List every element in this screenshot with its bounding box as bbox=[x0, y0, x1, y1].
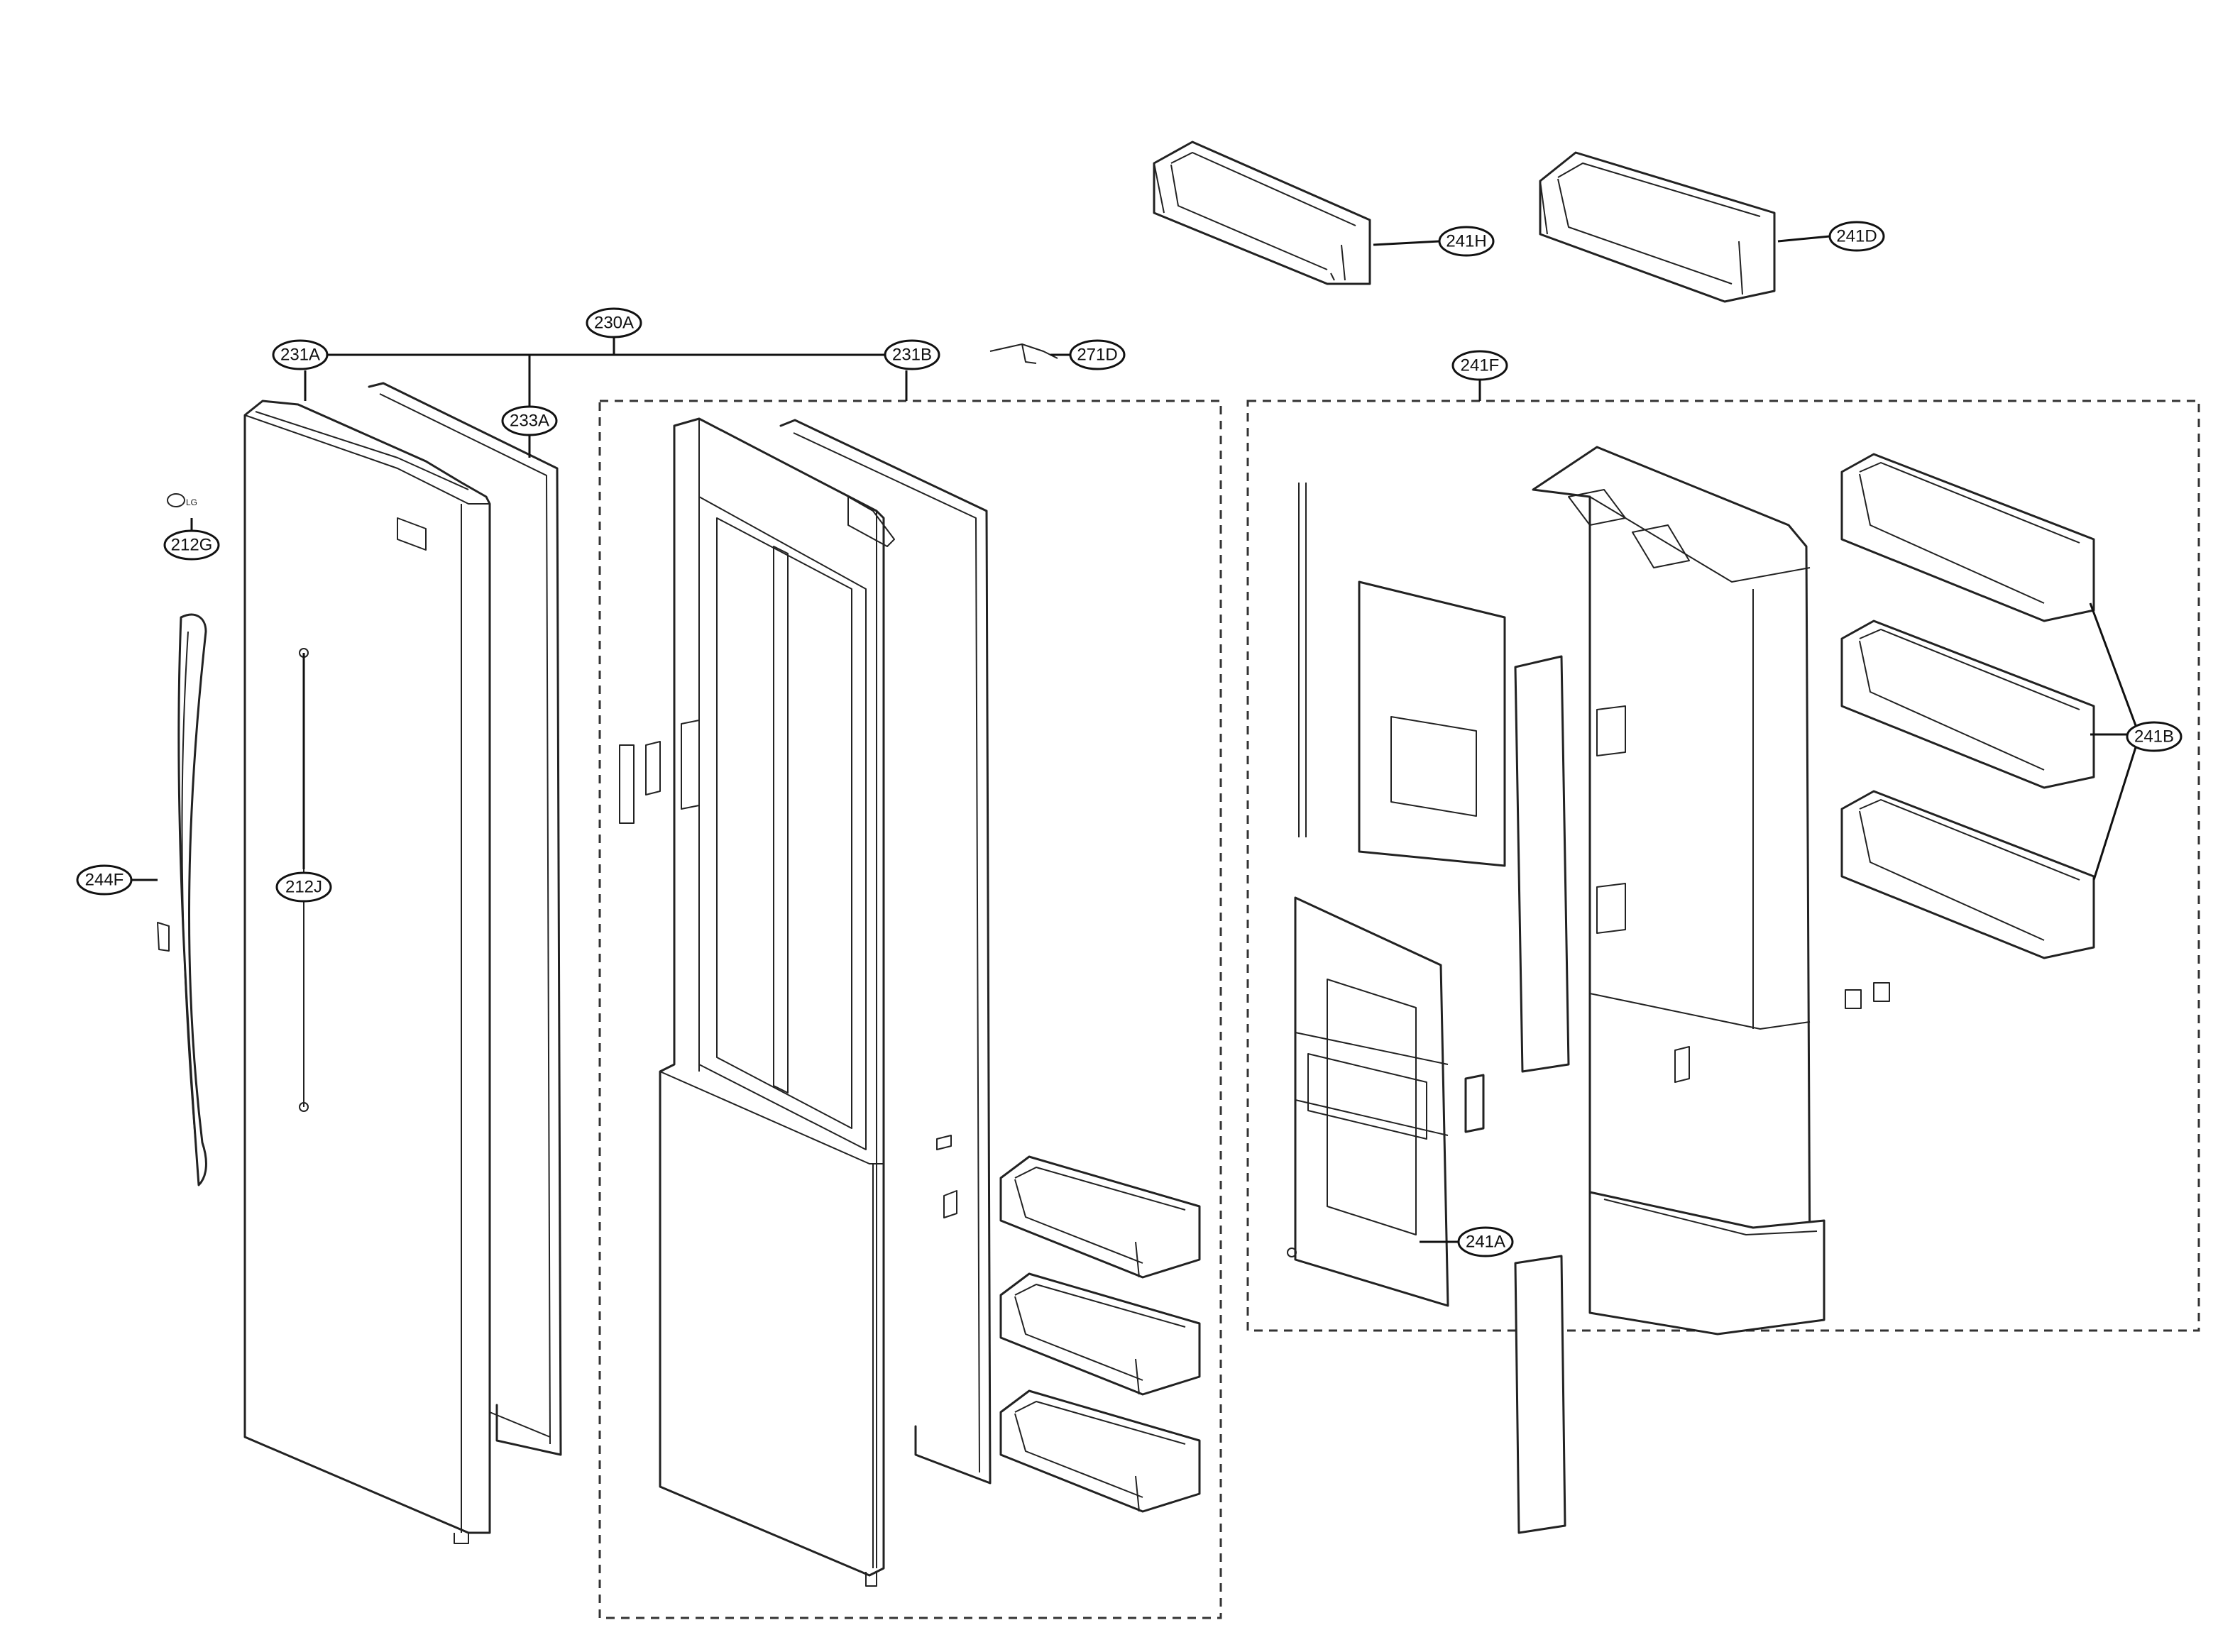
callout-271D: 271D bbox=[1069, 339, 1126, 370]
callout-233A-label: 233A bbox=[510, 412, 549, 431]
left-door-panel-231A bbox=[243, 400, 491, 1544]
callout-271D-label: 271D bbox=[1077, 346, 1117, 365]
callout-241A-label: 241A bbox=[1466, 1233, 1505, 1252]
group-box-231B bbox=[598, 400, 1222, 1619]
callout-212G-label: 212G bbox=[171, 536, 213, 555]
cover-panel-upper bbox=[1358, 580, 1506, 867]
door-bin-middle-1 bbox=[999, 1155, 1201, 1279]
callout-241F-label: 241F bbox=[1461, 356, 1500, 375]
wire-part-271D bbox=[989, 343, 1058, 364]
ice-compartment-frame bbox=[1532, 446, 1811, 1307]
door-bin-241D bbox=[1539, 151, 1776, 303]
callout-241F: 241F bbox=[1451, 350, 1508, 381]
callout-231B-label: 231B bbox=[892, 346, 932, 365]
ice-door-flap bbox=[1464, 655, 1570, 1534]
callout-231B: 231B bbox=[884, 339, 940, 370]
callout-212J: 212J bbox=[275, 871, 332, 903]
callout-231A: 231A bbox=[272, 339, 329, 370]
middle-door-frame-231B bbox=[659, 417, 895, 1587]
callout-212J-label: 212J bbox=[285, 878, 322, 897]
leader-lines bbox=[128, 235, 2138, 1243]
vertical-rod bbox=[1298, 483, 1307, 837]
callout-241D-label: 241D bbox=[1836, 227, 1877, 246]
callout-212G: 212G bbox=[163, 529, 220, 561]
door-bin-241B-2 bbox=[1840, 620, 2095, 789]
door-bin-middle-3 bbox=[999, 1389, 1201, 1513]
callout-231A-label: 231A bbox=[280, 346, 320, 365]
hinge-parts bbox=[619, 720, 957, 1218]
door-bin-middle-2 bbox=[999, 1272, 1201, 1396]
small-clips bbox=[1287, 982, 1890, 1257]
lg-logo-badge: LG bbox=[167, 493, 197, 507]
ice-bin-base bbox=[1588, 1191, 1826, 1336]
callout-241H: 241H bbox=[1438, 226, 1495, 257]
callout-241H-label: 241H bbox=[1446, 232, 1486, 251]
callout-233A: 233A bbox=[501, 405, 558, 436]
cover-panel-lower-241A bbox=[1294, 896, 1449, 1307]
callout-244F-label: 244F bbox=[85, 871, 124, 890]
callout-241D: 241D bbox=[1828, 221, 1885, 252]
middle-door-gasket bbox=[779, 419, 992, 1485]
callout-230A-label: 230A bbox=[594, 314, 634, 333]
door-gasket-233A bbox=[368, 382, 562, 1456]
callout-241B: 241B bbox=[2126, 721, 2183, 752]
door-handle-244F bbox=[157, 613, 207, 1186]
door-bin-241B-1 bbox=[1840, 453, 2095, 622]
callout-241A: 241A bbox=[1457, 1226, 1514, 1257]
callout-241B-label: 241B bbox=[2134, 727, 2174, 747]
callout-230A: 230A bbox=[586, 307, 642, 338]
lg-logo-text: LG bbox=[186, 497, 197, 507]
door-bin-241B-3 bbox=[1840, 790, 2095, 959]
door-bin-241H bbox=[1153, 141, 1371, 285]
callout-244F: 244F bbox=[76, 864, 133, 896]
